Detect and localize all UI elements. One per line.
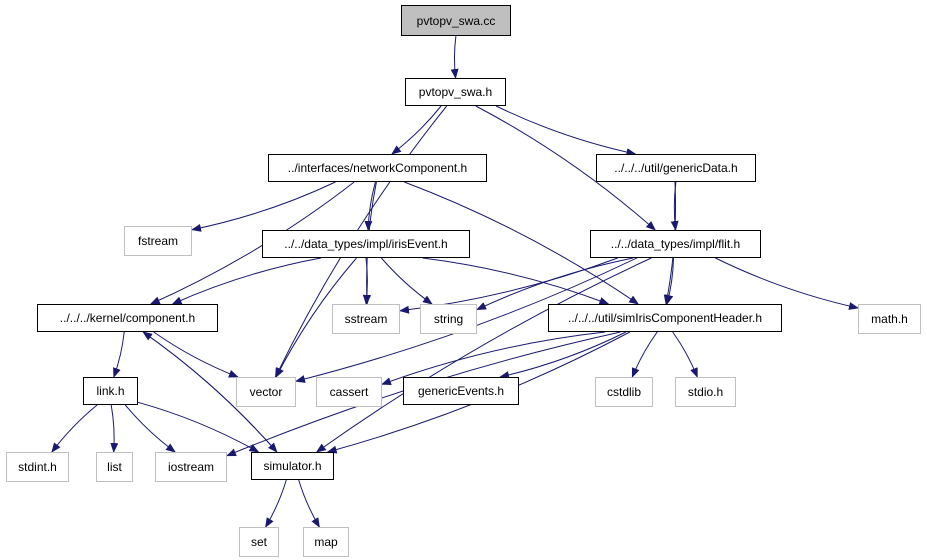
- edge-networkComponent_h-to-fstream: [191, 181, 336, 232]
- node-vector: vector: [236, 377, 296, 407]
- node-simIrisComponentHeader-h[interactable]: ../../../util/simIrisComponentHeader.h: [548, 304, 782, 332]
- edge-simIrisComponentHeader_h-to-stdio_h: [672, 331, 698, 378]
- edge-simulator_h-to-set: [265, 479, 287, 528]
- edge-flit_h-to-sstream: [399, 257, 618, 314]
- edge-link_h-to-simulator_h: [137, 401, 260, 453]
- node-set: set: [239, 527, 279, 557]
- edge-component_h-to-vector: [153, 331, 239, 378]
- node-stdint-h: stdint.h: [6, 452, 69, 482]
- node-stdio-h: stdio.h: [675, 377, 736, 407]
- edge-simIrisComponentHeader_h-to-cassert: [381, 331, 606, 385]
- node-map: map: [303, 527, 349, 557]
- edge-pvtopv_swa_cc-to-pvtopv_swa_h: [450, 35, 459, 79]
- edge-flit_h-to-string: [476, 257, 634, 311]
- node-cstdlib: cstdlib: [595, 377, 653, 407]
- edge-irisEvent_h-to-component_h: [171, 257, 321, 305]
- node-link-h[interactable]: link.h: [83, 377, 138, 405]
- edge-irisEvent_h-to-simIrisComponentHeader_h: [422, 257, 610, 305]
- edge-flit_h-to-simIrisComponentHeader_h: [665, 257, 674, 305]
- node-iostream: iostream: [155, 452, 227, 482]
- edge-link_h-to-iostream: [124, 404, 176, 453]
- edge-irisEvent_h-to-vector: [275, 257, 357, 378]
- node-genericEvents-h[interactable]: genericEvents.h: [403, 377, 519, 405]
- node-simulator-h[interactable]: simulator.h: [251, 452, 334, 480]
- node-string: string: [420, 304, 477, 334]
- node-list: list: [96, 452, 133, 482]
- edge-link_h-to-list: [110, 404, 119, 453]
- edge-simIrisComponentHeader_h-to-cstdlib: [631, 331, 658, 378]
- edge-simulator_h-to-component_h: [142, 331, 278, 453]
- edge-component_h-to-link_h: [113, 331, 125, 378]
- edge-pvtopv_swa_h-to-genericData_h: [495, 105, 637, 157]
- edge-simIrisComponentHeader_h-to-genericEvents_h: [499, 331, 627, 379]
- node-math-h: math.h: [858, 304, 921, 334]
- node-cassert: cassert: [316, 377, 382, 407]
- edge-flit_h-to-math_h: [715, 257, 859, 310]
- node-irisEvent-h[interactable]: ../../data_types/impl/irisEvent.h: [262, 230, 470, 258]
- node-networkComponent-h[interactable]: ../interfaces/networkComponent.h: [268, 154, 487, 182]
- node-pvtopv-swa-cc: pvtopv_swa.cc: [401, 5, 511, 36]
- edge-flit_h-to-simulator_h: [315, 257, 652, 453]
- node-flit-h[interactable]: ../../data_types/impl/flit.h: [590, 230, 761, 258]
- node-sstream: sstream: [332, 304, 400, 334]
- edge-pvtopv_swa_h-to-networkComponent_h: [391, 105, 442, 155]
- edge-pvtopv_swa_h-to-flit_h: [475, 105, 656, 231]
- edge-networkComponent_h-to-component_h: [149, 181, 355, 305]
- edge-networkComponent_h-to-irisEvent_h: [364, 181, 376, 231]
- node-fstream: fstream: [124, 226, 192, 256]
- edge-irisEvent_h-to-string: [381, 257, 433, 305]
- edge-irisEvent_h-to-sstream: [363, 257, 372, 305]
- edge-link_h-to-stdint_h: [51, 404, 98, 453]
- node-component-h[interactable]: ../../../kernel/component.h: [37, 304, 218, 332]
- node-genericData-h[interactable]: ../../../util/genericData.h: [596, 154, 756, 182]
- edge-networkComponent_h-to-simIrisComponentHeader_h: [404, 181, 640, 305]
- node-pvtopv-swa-h[interactable]: pvtopv_swa.h: [405, 78, 506, 106]
- edge-simulator_h-to-map: [298, 479, 320, 528]
